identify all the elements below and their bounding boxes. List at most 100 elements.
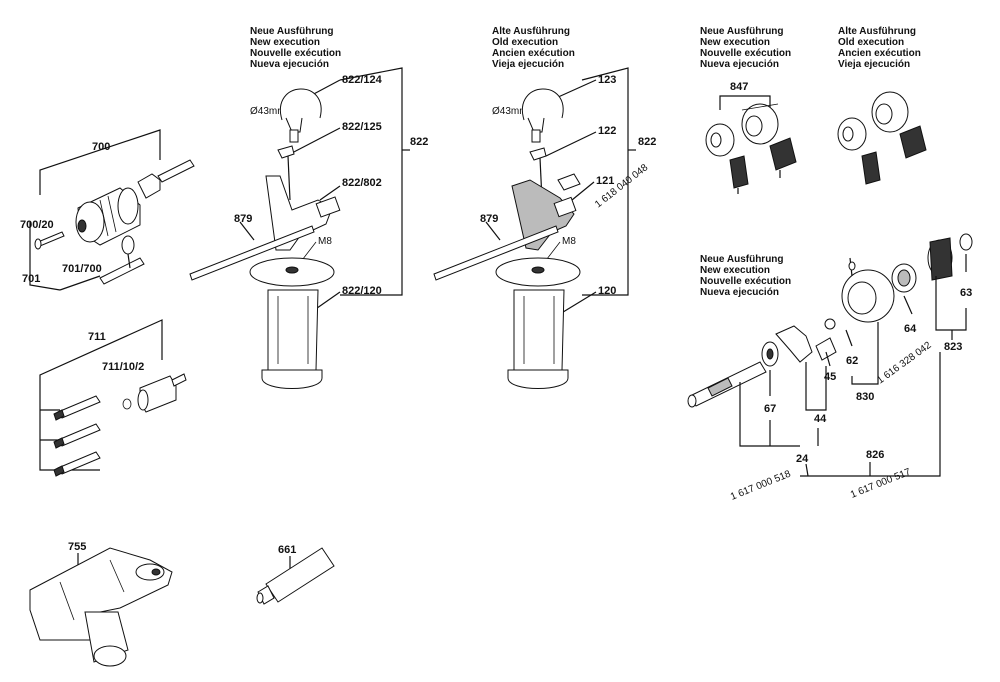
part-label-45: 45 [824, 371, 836, 383]
brush-seal-icon [861, 125, 927, 185]
part-label-123: 123 [598, 74, 616, 86]
bracket-line [39, 319, 163, 385]
diameter-label-43mm: Ø43mm [492, 106, 528, 117]
bearing-bushing-icon [837, 91, 909, 151]
bit-set-group: 711 711/10/2 [39, 319, 187, 477]
header-line: Nueva ejecución [700, 59, 779, 70]
leader-line [825, 351, 831, 367]
header-line: Neue Ausführung [250, 26, 334, 37]
part-label-120: 120 [598, 285, 616, 297]
part-label-67: 67 [764, 403, 776, 415]
clamp-band-icon [279, 88, 322, 143]
part-label-847: 847 [730, 81, 748, 93]
part-label-44: 44 [814, 413, 827, 425]
leader-line [571, 181, 595, 201]
angle-attachment-group: 755 [29, 541, 173, 667]
grease-tube-icon [256, 547, 335, 605]
header-line: Nouvelle exécution [250, 48, 341, 59]
part-label-879-new: 879 [234, 213, 252, 225]
spindle-shaft-icon [687, 361, 767, 408]
header-line: New execution [250, 37, 320, 48]
part-label-755: 755 [68, 541, 86, 553]
bracket-line [39, 385, 100, 471]
handle-holder-icon [265, 175, 341, 251]
drill-chuck-icon [75, 187, 141, 246]
part-label-701-700: 701/700 [62, 263, 102, 275]
part-label-700-20: 700/20 [20, 219, 54, 231]
clutch-lever-icon [775, 318, 837, 363]
header-line: Ancien exécution [838, 48, 921, 59]
angle-drill-attachment-icon [29, 547, 173, 667]
part-label-24: 24 [796, 453, 809, 465]
header-line: Vieja ejecución [492, 59, 564, 70]
part-label-822-new: 822 [410, 136, 428, 148]
seal-ring-icon [761, 341, 779, 367]
auxiliary-handle-new-group: 822 822/124 822/125 822/802 822/120 Ø43m… [189, 67, 428, 389]
header-line: New execution [700, 37, 770, 48]
part-label-711-10-2: 711/10/2 [102, 361, 144, 373]
header-line: Nueva ejecución [700, 287, 779, 298]
screwdriver-bit-icon [53, 451, 101, 477]
bearing-old-group [837, 91, 927, 185]
part-label-822-124: 822/124 [342, 74, 383, 86]
sds-adapter-icon [137, 159, 195, 199]
screwdriver-bit-icon [53, 423, 101, 449]
leader-line [555, 79, 597, 99]
leader-line [319, 185, 341, 201]
header-line: Neue Ausführung [700, 26, 784, 37]
bracket-line [39, 129, 161, 195]
header-line: Nouvelle exécution [700, 48, 791, 59]
part-label-879-old: 879 [480, 213, 498, 225]
header-line: Alte Ausführung [838, 26, 916, 37]
bracket-line [851, 322, 879, 385]
depth-stop-rod-icon [189, 225, 315, 281]
part-label-121: 121 [596, 175, 614, 187]
part-label-122: 122 [598, 125, 616, 137]
bracket-line [935, 276, 967, 331]
part-number-1-617-000-517: 1 617 000 517 [849, 466, 913, 500]
header-line: New execution [700, 265, 770, 276]
leader-line [845, 329, 853, 347]
part-label-822-old: 822 [638, 136, 656, 148]
part-label-822-120: 822/120 [342, 285, 382, 297]
header-line: Nueva ejecución [250, 59, 329, 70]
chuck-screw-icon [34, 231, 65, 250]
bearing-ring-icon [841, 257, 895, 323]
diameter-label-43mm: Ø43mm [250, 106, 286, 117]
bracket-line [581, 67, 629, 296]
bracket-line [739, 382, 800, 447]
handle-holder-icon [511, 179, 577, 251]
part-label-701: 701 [22, 273, 40, 285]
part-label-62: 62 [846, 355, 858, 367]
side-handle-grip-icon [495, 257, 581, 389]
leader-line [59, 275, 101, 291]
leader-line [289, 127, 341, 155]
part-number-1-616-328-042: 1 616 328 042 [875, 340, 934, 387]
chuck-group: 700 700/20 701 701/700 [20, 129, 195, 291]
leader-line [309, 79, 341, 97]
header-line: Nouvelle exécution [700, 276, 791, 287]
part-label-830: 830 [856, 391, 874, 403]
gear-icon [927, 233, 973, 281]
brush-seal-icon [729, 137, 797, 194]
header-old-execution-bearing: Alte Ausführung Old execution Ancien exé… [838, 26, 921, 70]
part-label-711: 711 [88, 331, 106, 343]
bearing-bushing-icon [705, 103, 779, 157]
bracket-line [29, 222, 61, 291]
tension-bolt-icon [277, 145, 295, 201]
bracket-line [339, 67, 403, 296]
header-new-execution-handle: Neue Ausführung New execution Nouvelle e… [250, 26, 341, 70]
header-new-execution-gearbox: Neue Ausführung New execution Nouvelle e… [700, 254, 791, 298]
leader-line [805, 463, 809, 477]
header-line: Neue Ausführung [700, 254, 784, 265]
bracket-line [800, 352, 941, 477]
needle-bearing-icon [891, 263, 917, 293]
part-number-1-617-000-518: 1 617 000 518 [729, 468, 793, 502]
bearing-new-group: 847 [705, 81, 797, 194]
bracket-line [805, 362, 827, 411]
part-label-822-802: 822/802 [342, 177, 382, 189]
header-line: Ancien exécution [492, 48, 575, 59]
part-label-700: 700 [92, 141, 110, 153]
bracket-line [719, 95, 771, 110]
